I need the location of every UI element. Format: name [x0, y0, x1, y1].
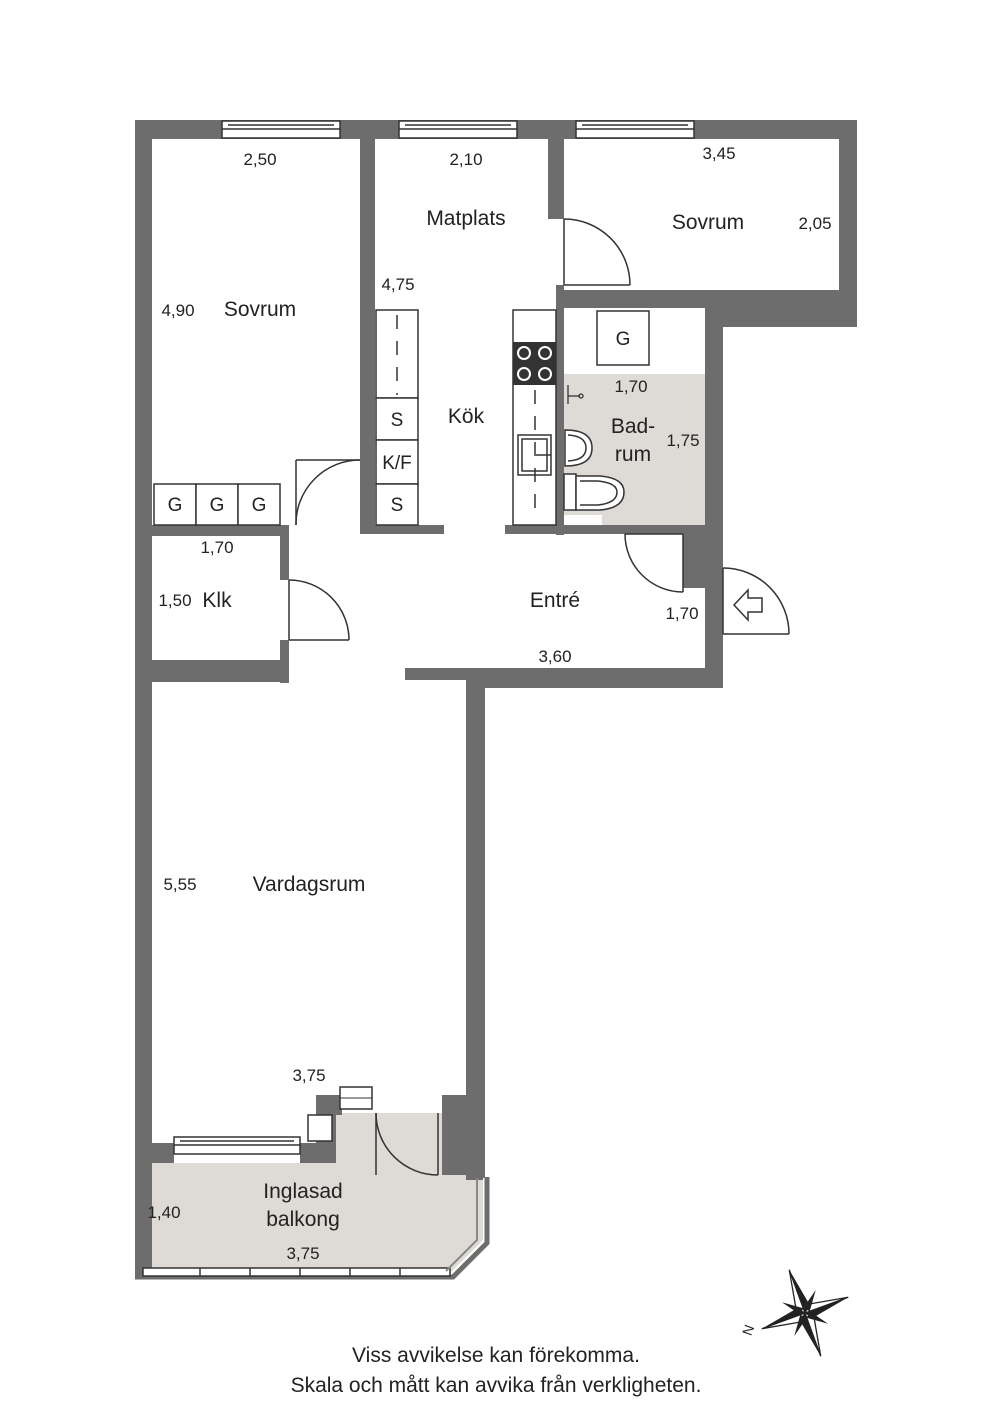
stove-icon: [513, 342, 556, 385]
compass-north-label: N: [739, 1323, 757, 1338]
balcony-floor: [143, 1113, 483, 1273]
room-label-kitchen: Kök: [448, 405, 485, 428]
cabinet-label: S: [391, 495, 404, 516]
dim-bedroom-right-width: 3,45: [702, 144, 735, 163]
windows: [142, 120, 695, 1277]
compass-icon: [761, 1269, 849, 1357]
dim-living-width: 3,75: [292, 1066, 325, 1085]
dim-entrance-length: 3,60: [538, 647, 571, 666]
disclaimer-line-2: Skala och mått kan avvika från verklighe…: [290, 1374, 702, 1397]
entrance-arrow-icon: [732, 588, 763, 622]
dim-dining-width: 2,10: [449, 150, 482, 169]
dim-closet-width: 1,70: [200, 538, 233, 557]
balcony-glazing: [445, 1178, 478, 1272]
dim-bathroom-length: 1,75: [666, 431, 699, 450]
sink-icon: [517, 434, 552, 476]
room-label-bedroom-left: Sovrum: [224, 298, 296, 321]
cabinet-label: S: [391, 410, 404, 431]
room-label-bathroom-2: rum: [615, 443, 651, 466]
dim-bedroom-left-length: 4,90: [161, 301, 194, 320]
walls: [135, 120, 857, 1277]
dim-bathroom-width: 1,70: [614, 377, 647, 396]
dim-balcony-length: 1,40: [147, 1203, 180, 1222]
dim-living-length: 5,55: [163, 875, 196, 894]
room-label-closet: Klk: [202, 589, 232, 612]
room-label-bedroom-right: Sovrum: [672, 211, 744, 234]
dim-closet-length: 1,50: [158, 591, 191, 610]
cabinet-boxes: [153, 309, 650, 526]
balcony-outline: [135, 1177, 490, 1280]
dim-entrance-width: 1,70: [665, 604, 698, 623]
balcony-cabinet: [307, 1114, 333, 1142]
wardrobe-label: G: [616, 329, 631, 350]
washbasin-icon: [564, 429, 593, 467]
dim-bedroom-left-width: 2,50: [243, 150, 276, 169]
wardrobe-label: G: [252, 495, 267, 516]
wardrobe-label: G: [210, 495, 225, 516]
doors: [288, 218, 790, 1176]
room-label-entrance: Entré: [530, 589, 580, 612]
wardrobe-label: G: [168, 495, 183, 516]
shower-icon: [567, 385, 584, 404]
room-label-dining: Matplats: [426, 207, 505, 230]
toilet-icon: [563, 473, 625, 511]
room-label-bathroom-1: Bad-: [611, 415, 655, 438]
disclaimer-line-1: Viss avvikelse kan förekomma.: [352, 1344, 640, 1367]
dim-bedroom-right-length: 2,05: [798, 214, 831, 233]
room-label-balcony-1: Inglasad: [263, 1180, 342, 1203]
room-label-balcony-2: balkong: [266, 1208, 340, 1231]
dim-balcony-width: 3,75: [286, 1244, 319, 1263]
fridge-freezer-label: K/F: [382, 453, 412, 474]
room-label-living: Vardagsrum: [253, 873, 366, 896]
dim-kitchen-length: 4,75: [381, 275, 414, 294]
